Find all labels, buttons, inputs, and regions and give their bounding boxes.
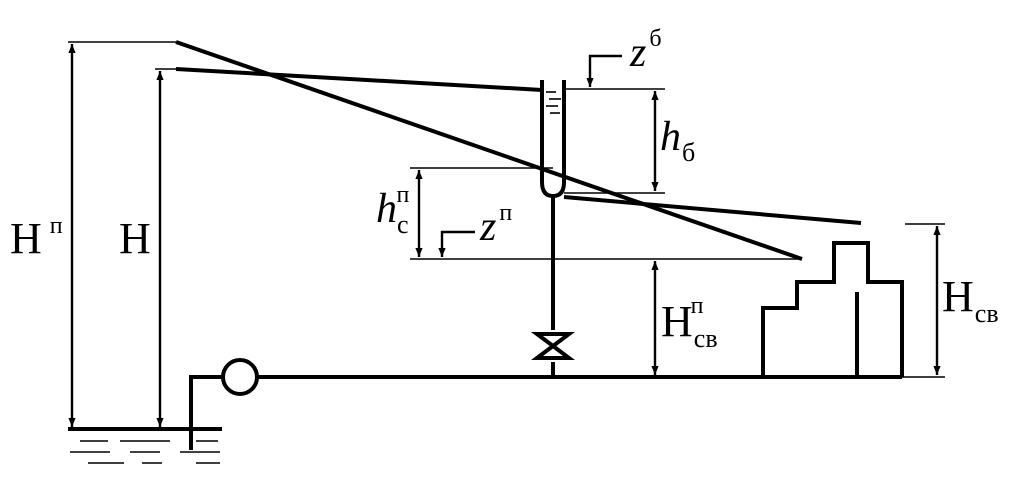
label-h-c-p: hсп [376, 182, 410, 239]
leader-z-p [438, 230, 475, 257]
water-tower [531, 80, 575, 377]
leader-z-b [586, 54, 622, 87]
label-H: H [119, 214, 151, 263]
pipeline [189, 358, 902, 450]
piezometric-line-from-tower [563, 195, 862, 225]
suction-pipe [189, 375, 222, 450]
piezometric-line-max-transit [175, 40, 803, 261]
water-source [68, 427, 222, 464]
label-h-b: hб [660, 114, 695, 167]
label-H-sv: Hсв [942, 272, 999, 328]
label-H-sv-p: Hсвп [661, 293, 718, 353]
valve-icon [531, 332, 575, 360]
building [761, 241, 904, 377]
reference-lines [68, 41, 945, 378]
tower-tank [540, 80, 566, 199]
dimension-arrows [68, 44, 941, 427]
pump-icon [221, 358, 259, 396]
piezometric-line-to-tower [175, 67, 543, 92]
piezometric-lines [175, 40, 862, 261]
